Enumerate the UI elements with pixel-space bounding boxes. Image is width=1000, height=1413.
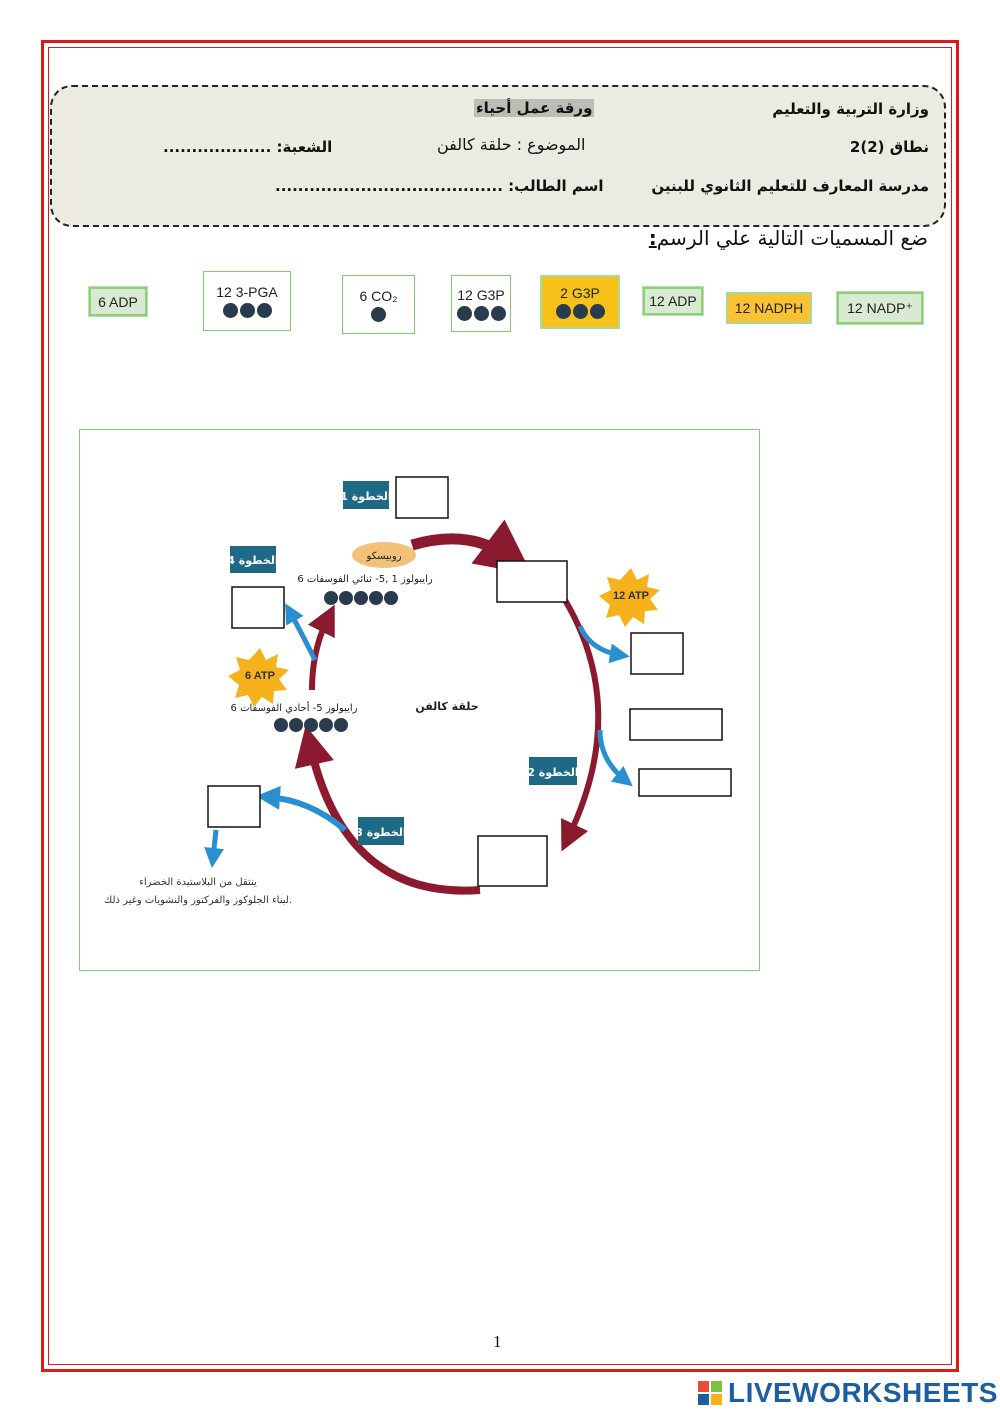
rubp-molecule xyxy=(324,591,398,605)
atp12-starburst xyxy=(599,568,660,627)
molecule-dots xyxy=(555,304,605,319)
export-line-2: لبناء الجلوكوز والفركتوز والنشويات وغير … xyxy=(104,895,292,906)
label-12-3pga[interactable]: 12 3-PGA xyxy=(203,271,291,331)
molecule-dots xyxy=(371,306,386,322)
instruction-text: ضع المسميات التالية علي الرسم: xyxy=(648,226,928,250)
step2-label: الخطوة 2 xyxy=(527,766,578,779)
rubisco-label: روبيسكو xyxy=(365,551,401,562)
cycle-arrow-step2 xyxy=(561,598,602,852)
label-12-nadp-plus[interactable]: 12 NADP⁺ xyxy=(837,292,923,324)
drop-target-bottom[interactable] xyxy=(478,836,547,886)
step3-badge xyxy=(358,817,404,845)
zone-text: نطاق (2)2 xyxy=(849,138,929,156)
drop-target-right-wide-2[interactable] xyxy=(639,769,731,796)
worksheet-title: ورقة عمل أحياء xyxy=(474,99,595,117)
cycle-center-label: حلقة كالفن xyxy=(415,700,478,713)
step3-label: الخطوة 3 xyxy=(355,826,406,839)
drop-box-step1 xyxy=(395,476,449,519)
section-field: الشعبة: ................... xyxy=(163,138,333,156)
atp12-label: 12 ATP xyxy=(613,590,649,602)
atp6-starburst xyxy=(228,648,289,707)
atp6-label: 6 ATP xyxy=(245,670,275,682)
rubp-label: 6 رايبولوز 1 ,5- ثنائي الفوسفات xyxy=(297,574,433,585)
branch-arrow-step4-out xyxy=(285,603,318,662)
drop-target-step4[interactable] xyxy=(232,587,284,628)
student-name-field: اسم الطالب: ............................… xyxy=(275,177,604,195)
page-border-inner xyxy=(48,47,952,1365)
ru5p-label: 6 رايبولوز 5- أحادي الفوسفات xyxy=(231,701,358,714)
drop-box-top-right xyxy=(496,560,568,603)
cycle-arrow-step4 xyxy=(307,604,335,691)
step2-badge xyxy=(529,757,577,785)
brand-icon xyxy=(698,1381,722,1405)
branch-arrow-nadp-out xyxy=(597,729,633,787)
label-12-adp[interactable]: 12 ADP xyxy=(643,287,703,315)
drop-target-right-small[interactable] xyxy=(631,633,683,674)
label-6-co2[interactable]: 6 CO₂ xyxy=(342,275,415,334)
drop-box-right-wide-1 xyxy=(629,708,723,741)
ru5p-molecule xyxy=(274,718,348,732)
branch-arrow-adp-out xyxy=(577,624,630,664)
topic-text: الموضوع : حلقة كالفن xyxy=(437,135,586,154)
step1-badge xyxy=(343,481,389,509)
brand-text: LIVEWORKSHEETS xyxy=(728,1377,998,1408)
export-line-1: ينتقل من البلاستيدة الخضراء xyxy=(139,877,257,888)
brand-logo: LIVEWORKSHEETS xyxy=(698,1377,998,1409)
drop-box-step4 xyxy=(231,586,285,629)
label-6-adp[interactable]: 6 ADP xyxy=(89,287,147,316)
drop-box-right-small xyxy=(630,632,684,675)
branch-arrow-step3-out xyxy=(256,785,347,833)
drop-box-step3 xyxy=(207,785,261,828)
drop-box-bottom xyxy=(477,835,548,887)
drop-target-step3[interactable] xyxy=(208,786,260,827)
cycle-arrow-step3 xyxy=(294,725,481,895)
drop-target-right-wide-1[interactable] xyxy=(630,709,722,740)
drop-target-top-right[interactable] xyxy=(497,561,567,602)
school-text: مدرسة المعارف للتعليم الثانوي للبنين xyxy=(651,177,929,195)
molecule-dots xyxy=(456,305,506,321)
label-12-g3p[interactable]: 12 G3P xyxy=(451,275,511,332)
rubisco-enzyme xyxy=(352,542,416,568)
label-2-g3p[interactable]: 2 G3P xyxy=(540,275,620,329)
branch-arrow-export xyxy=(204,829,225,868)
cycle-arrow-step1 xyxy=(410,519,533,575)
drop-box-right-wide-2 xyxy=(638,768,732,797)
label-12-nadph[interactable]: 12 NADPH xyxy=(726,292,812,324)
page-number: 1 xyxy=(493,1332,502,1351)
step1-label: الخطوة 1 xyxy=(340,490,391,503)
page-border-outer xyxy=(41,40,959,1372)
step4-label: الخطوة 4 xyxy=(227,554,278,567)
molecule-dots xyxy=(222,303,272,318)
step4-badge xyxy=(230,546,276,573)
drop-target-step1[interactable] xyxy=(396,477,448,518)
ministry-text: وزارة التربية والتعليم xyxy=(772,100,929,118)
